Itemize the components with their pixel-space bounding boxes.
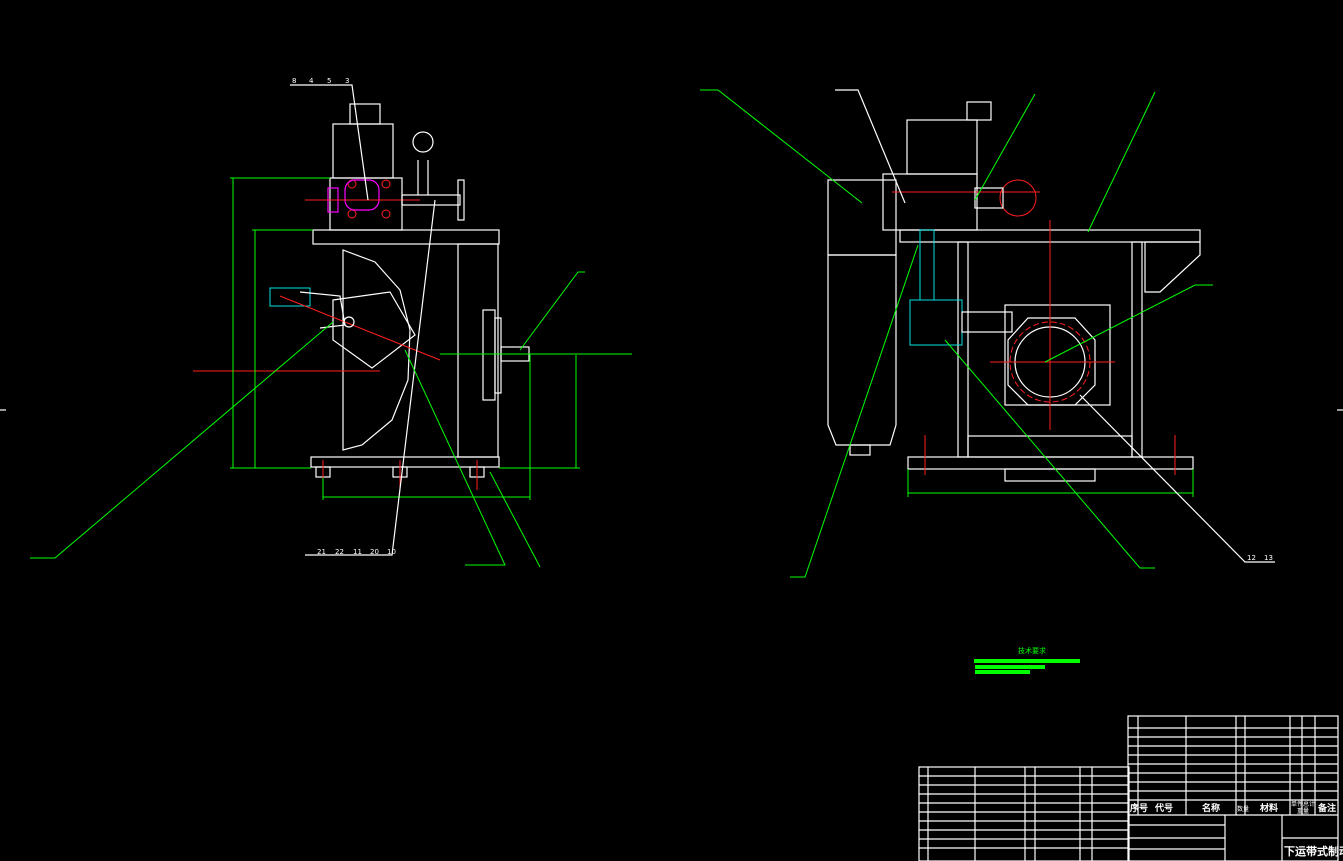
header-qty: 数量 <box>1237 805 1249 813</box>
tech-requirements-heading: 技术要求 <box>1018 646 1046 655</box>
header-unit: 单件 <box>1291 800 1303 808</box>
title-block: 序号 代号 名称 数量 材料 单件 总计 重量 备注 下运带式制动器 <box>918 715 1343 861</box>
callout: 10 <box>387 548 396 556</box>
callout: 3 <box>345 77 349 85</box>
callout: 5 <box>327 77 331 85</box>
callout: 11 <box>353 548 362 556</box>
callout: 12 <box>1247 554 1256 562</box>
callout: 20 <box>370 548 379 556</box>
left-view-callouts-bottom: 21 22 11 20 10 <box>317 548 396 556</box>
header-total: 总计 <box>1303 800 1315 808</box>
header-weight: 重量 <box>1297 807 1309 815</box>
header-remarks: 备注 <box>1317 802 1336 814</box>
right-view-callouts: 12 13 <box>1247 554 1273 562</box>
header-name: 名称 <box>1202 802 1220 814</box>
callout: 4 <box>309 77 314 85</box>
callout: 21 <box>317 548 326 556</box>
callout: 22 <box>335 548 344 556</box>
header-code: 代号 <box>1154 802 1173 814</box>
header-material: 材料 <box>1259 802 1278 814</box>
callout: 13 <box>1264 554 1273 562</box>
right-view <box>700 89 1275 578</box>
header-index: 序号 <box>1130 802 1148 814</box>
drawing-title: 下运带式制动器 <box>1284 844 1343 858</box>
left-view <box>30 84 632 568</box>
left-view-callouts-top: 8 4 5 3 <box>292 77 349 85</box>
callout: 8 <box>292 77 296 85</box>
technical-requirements: 技术要求 <box>974 646 1080 674</box>
